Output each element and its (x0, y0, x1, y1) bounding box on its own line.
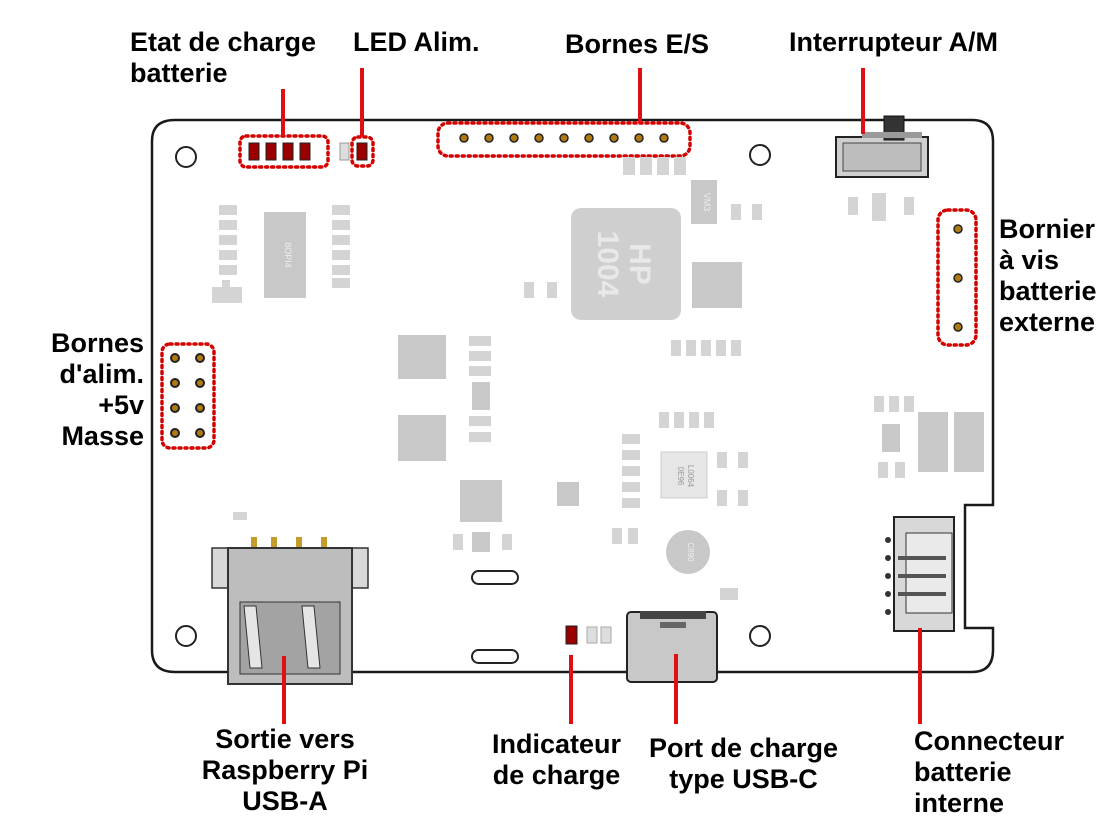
ic-right-of-inductor (692, 262, 742, 308)
label-screw-terminal-line-2: à vis (999, 245, 1060, 275)
charge-indicator-led (565, 625, 578, 645)
label-power-pins-line-4: Masse (61, 421, 144, 451)
usb-a-port (211, 537, 369, 685)
charge-led-resistor-1 (586, 626, 598, 644)
power-led (356, 142, 368, 161)
power-pins-highlight (160, 342, 216, 450)
board-slots (471, 570, 519, 664)
inductor-line-2: 1004 (591, 231, 624, 298)
label-usbc-line-1: Port de charge (649, 733, 839, 763)
switch-area-parts (848, 193, 914, 221)
label-internal-battery-line-1: Connecteur (914, 726, 1065, 756)
screw-terminal (953, 224, 963, 332)
internal-battery-connector (885, 516, 955, 632)
label-power-led-text: LED Alim. (353, 27, 480, 57)
chip-line-2: L0064 (686, 465, 695, 488)
label-screw-terminal-line-1: Bornier (999, 214, 1096, 244)
right-components (874, 396, 984, 478)
label-battery-state-line-1: Etat de charge (130, 27, 317, 57)
on-off-switch (835, 115, 929, 178)
inductor (571, 208, 681, 320)
center-components (557, 412, 748, 600)
screw-terminal-highlight (936, 208, 978, 347)
label-internal-battery-line-3: interne (914, 788, 1005, 818)
label-power-pins: Bornes d'alim. +5v Masse (42, 328, 148, 452)
label-usb-a-line-2: Raspberry Pi (201, 755, 369, 785)
label-charge-indicator: Indicateur de charge (488, 729, 626, 791)
label-screw-terminal-line-3: batterie (999, 276, 1097, 306)
label-usb-a-line-1: Sortie vers (215, 724, 355, 754)
small-ic-marking: VM3 (702, 193, 712, 212)
label-battery-state: Etat de charge batterie (126, 27, 321, 89)
charge-led-resistor-2 (600, 626, 612, 644)
capacitor-marking: C890 (686, 542, 695, 562)
label-usb-a: Sortie vers Raspberry Pi USB-A (168, 724, 402, 817)
resistor-near-led (339, 142, 350, 161)
leader-lines (281, 68, 922, 724)
battery-state-leds (248, 142, 311, 161)
chip-line-1: 0E96 (676, 467, 685, 486)
label-screw-terminal-line-4: externe (999, 307, 1096, 337)
power-pins (170, 353, 205, 438)
inductor-line-1: HP (623, 243, 656, 285)
label-charge-indicator-line-2: de charge (492, 760, 621, 790)
inductor-marking: HP 1004 (591, 231, 656, 298)
chip-center-marking: 0E96 L0064 (676, 465, 695, 488)
io-pin-resistors (623, 157, 686, 175)
io-pins (459, 133, 669, 143)
top-mid-caps (524, 204, 762, 298)
label-usbc-line-2: type USB-C (669, 764, 818, 794)
center-left-ics (233, 335, 512, 552)
mounting-holes (175, 144, 771, 647)
label-charge-indicator-line-1: Indicateur (492, 729, 622, 759)
left-ic-group (212, 205, 350, 303)
ic-left-marking: 8OPI4 (283, 242, 293, 268)
label-internal-battery-line-2: batterie (914, 757, 1012, 787)
label-usb-a-line-3: USB-A (242, 786, 328, 816)
label-io-pins: Bornes E/S (561, 29, 714, 60)
label-usbc: Port de charge type USB-C (645, 733, 843, 795)
small-ic-top (691, 180, 717, 224)
pcb-board (150, 118, 995, 674)
label-switch: Interrupteur A/M (785, 27, 1002, 58)
label-power-led: LED Alim. (349, 27, 484, 58)
label-power-pins-line-1: Bornes (50, 328, 144, 358)
usb-c-port (626, 611, 718, 683)
io-pins-highlight (436, 121, 692, 158)
resistor-row-mid (671, 340, 741, 356)
label-battery-state-line-2: batterie (130, 58, 228, 88)
label-internal-battery: Connecteur batterie interne (910, 726, 1069, 819)
label-io-pins-text: Bornes E/S (565, 29, 710, 59)
label-screw-terminal: Bornier à vis batterie externe (997, 214, 1099, 338)
label-power-pins-line-3: +5v (98, 390, 144, 420)
label-switch-text: Interrupteur A/M (789, 27, 998, 57)
label-power-pins-line-2: d'alim. (59, 359, 144, 389)
